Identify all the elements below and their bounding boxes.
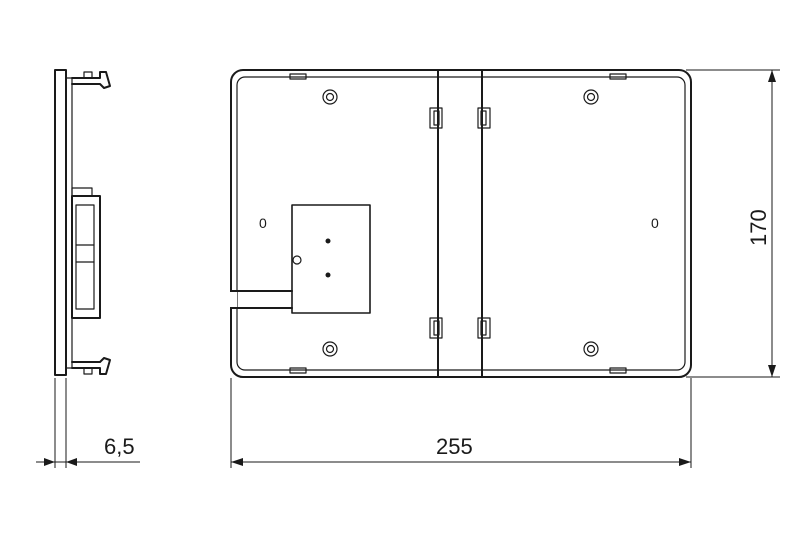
screw-hole-bottom-left <box>322 341 338 357</box>
side-bottom-clip <box>71 357 111 375</box>
screw-holes <box>322 89 599 357</box>
terminal-block <box>291 204 371 314</box>
screw-hole-top-right <box>583 89 599 105</box>
side-view <box>54 69 111 376</box>
side-plate <box>54 69 67 376</box>
depth-dimension: 6,5 <box>36 378 140 468</box>
front-inner-panel <box>236 76 686 371</box>
hole-mark-right: 0 <box>651 215 659 231</box>
cable-entry <box>229 290 293 309</box>
center-strip <box>437 69 483 378</box>
front-view: 0 0 <box>229 69 692 378</box>
hole-mark-left: 0 <box>259 215 267 231</box>
strip-clips <box>429 107 491 339</box>
screw-hole-top-left <box>322 89 338 105</box>
side-top-clip <box>71 71 111 89</box>
depth-label: 6,5 <box>104 434 135 459</box>
width-dimension: 255 <box>230 378 692 468</box>
edge-tabs <box>289 73 627 374</box>
screw-hole-bottom-right <box>583 341 599 357</box>
height-label: 170 <box>746 209 771 246</box>
height-dimension: 170 <box>686 69 780 378</box>
width-label: 255 <box>436 434 473 459</box>
